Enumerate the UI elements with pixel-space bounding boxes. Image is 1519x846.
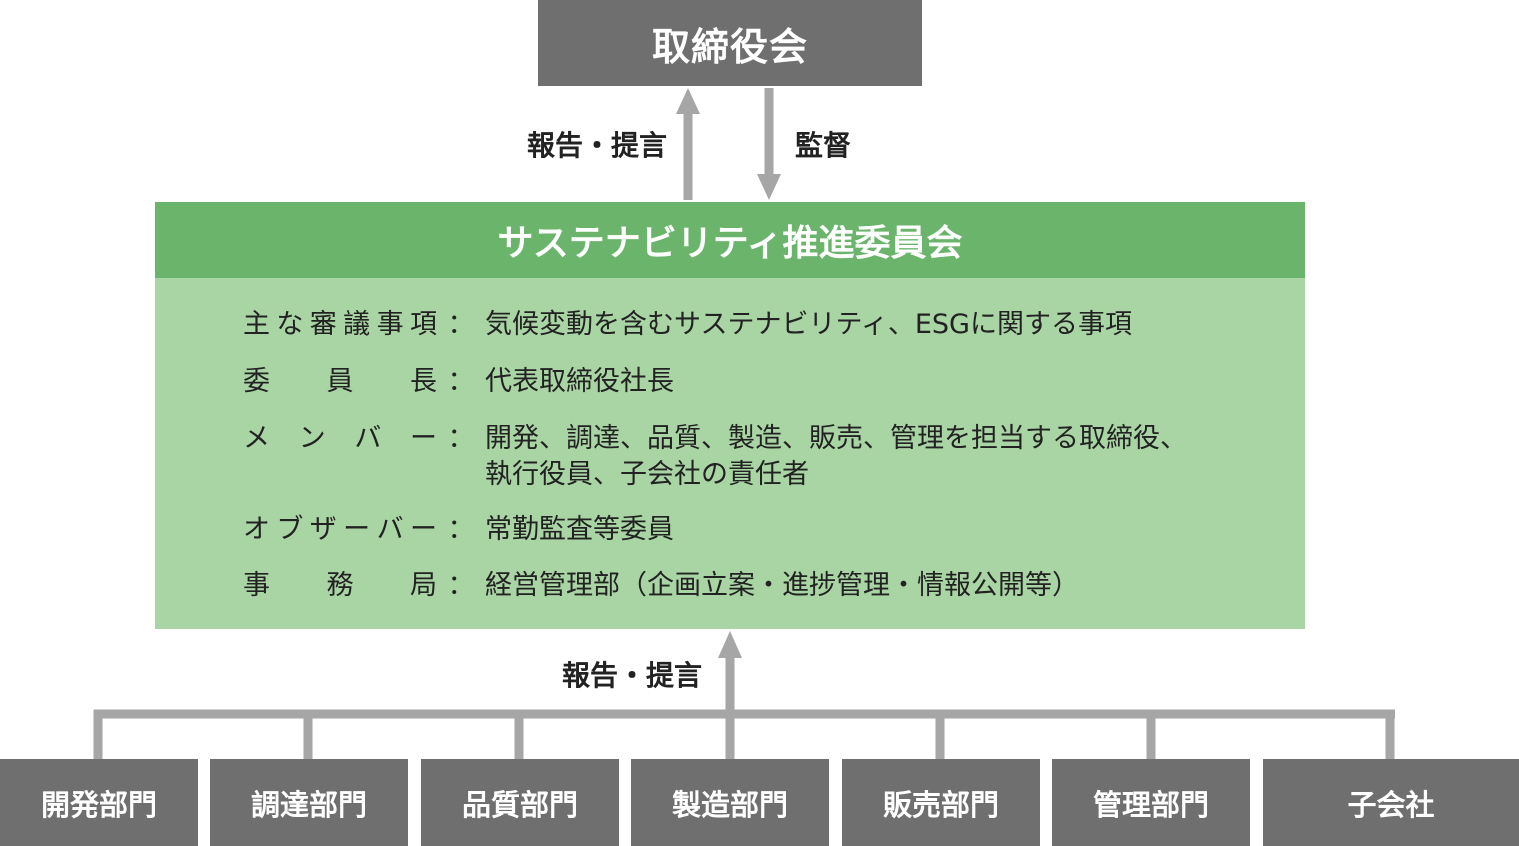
label-char: 長 bbox=[410, 366, 437, 397]
value-line: 執行役員、子会社の責任者 bbox=[485, 459, 809, 490]
label-char: 事 bbox=[243, 570, 270, 601]
committee-info-colon: ： bbox=[447, 366, 475, 397]
label-char: ン bbox=[298, 423, 326, 454]
department-box: 製造部門 bbox=[631, 759, 829, 846]
committee-info-value: 経営管理部（企画立案・進捗管理・情報公開等） bbox=[485, 568, 1245, 604]
committee-info-label: メンバー bbox=[243, 421, 437, 493]
label-char: な bbox=[276, 309, 304, 340]
committee-info-value: 気候変動を含むサステナビリティ、ESGに関する事項 bbox=[485, 307, 1245, 343]
label-char: 項 bbox=[409, 309, 437, 340]
supervise-arrow-head bbox=[757, 174, 781, 200]
label-char: 務 bbox=[326, 570, 354, 601]
committee-info-value: 常勤監査等委員 bbox=[485, 512, 1245, 548]
department-box: 子会社 bbox=[1263, 759, 1519, 846]
label-char: メ bbox=[243, 423, 270, 454]
label-char: オ bbox=[243, 514, 270, 545]
committee-info-row: 事 務 局 ： 経営管理部（企画立案・進捗管理・情報公開等） bbox=[243, 568, 1245, 604]
label-char: 局 bbox=[410, 570, 437, 601]
department-box: 販売部門 bbox=[842, 759, 1040, 846]
label-char: ザ bbox=[309, 514, 337, 545]
committee-info-colon: ： bbox=[447, 309, 475, 340]
department-box: 調達部門 bbox=[210, 759, 408, 846]
department-box: 管理部門 bbox=[1052, 759, 1250, 846]
committee-info-value: 開発、調達、品質、製造、販売、管理を担当する取締役、執行役員、子会社の責任者 bbox=[485, 421, 1245, 493]
committee-info-colon: ： bbox=[447, 570, 475, 601]
label-char: 員 bbox=[326, 366, 354, 397]
report-up-label: 報告・提言 bbox=[527, 129, 668, 162]
committee-info-row: 委 員 長 ： 代表取締役社長 bbox=[243, 364, 1245, 400]
value-line: 常勤監査等委員 bbox=[485, 514, 674, 545]
label-char: ブ bbox=[276, 514, 304, 545]
label-char: 事 bbox=[376, 309, 404, 340]
committee-info-colon: ： bbox=[447, 423, 475, 454]
label-char: 委 bbox=[243, 366, 270, 397]
committee-info-row: メンバー ： 開発、調達、品質、製造、販売、管理を担当する取締役、執行役員、子会社の… bbox=[243, 421, 1245, 493]
label-char: ー bbox=[343, 514, 371, 545]
label-char: 議 bbox=[343, 309, 371, 340]
committee-title: サステナビリティ推進委員会 bbox=[155, 202, 1305, 278]
committee-info-colon: ： bbox=[447, 514, 475, 545]
label-char: ー bbox=[409, 423, 437, 454]
committee-info-label: 主な審議事項 bbox=[243, 307, 437, 343]
dept-report-arrow-head bbox=[718, 631, 742, 658]
department-box: 開発部門 bbox=[0, 759, 198, 846]
committee-info-row: オブザーバー：常勤監査等委員 bbox=[243, 512, 1245, 548]
label-char: バ bbox=[354, 423, 382, 454]
value-line: 開発、調達、品質、製造、販売、管理を担当する取締役、 bbox=[485, 423, 1187, 454]
committee-info-label: 事務局 bbox=[243, 568, 437, 604]
supervise-label: 監督 bbox=[795, 129, 852, 162]
label-char: 審 bbox=[309, 309, 337, 340]
value-line: 代表取締役社長 bbox=[485, 366, 674, 397]
committee-info-row: 主な審議事項 ： 気候変動を含むサステナビリティ、ESGに関する事項 bbox=[243, 307, 1245, 343]
department-box: 品質部門 bbox=[421, 759, 619, 846]
label-char: ー bbox=[409, 514, 437, 545]
board-of-directors-box: 取締役会 bbox=[538, 0, 922, 86]
value-line: 経営管理部（企画立案・進捗管理・情報公開等） bbox=[485, 570, 1079, 601]
label-char: バ bbox=[376, 514, 404, 545]
committee-info-label: オブザーバー bbox=[243, 512, 437, 548]
label-char: 主 bbox=[243, 309, 270, 340]
report-up-arrow-head bbox=[676, 88, 700, 114]
value-line: 気候変動を含むサステナビリティ、ESGに関する事項 bbox=[485, 309, 1132, 340]
committee-info-label: 委員長 bbox=[243, 364, 437, 400]
dept-report-label: 報告・提言 bbox=[562, 659, 703, 692]
committee-info-value: 代表取締役社長 bbox=[485, 364, 1245, 400]
dept-drop-lines bbox=[93, 710, 1395, 760]
sustainability-committee-box: サステナビリティ推進委員会 主な審議事項：気候変動を含むサステナビリティ、ESG… bbox=[155, 202, 1305, 629]
